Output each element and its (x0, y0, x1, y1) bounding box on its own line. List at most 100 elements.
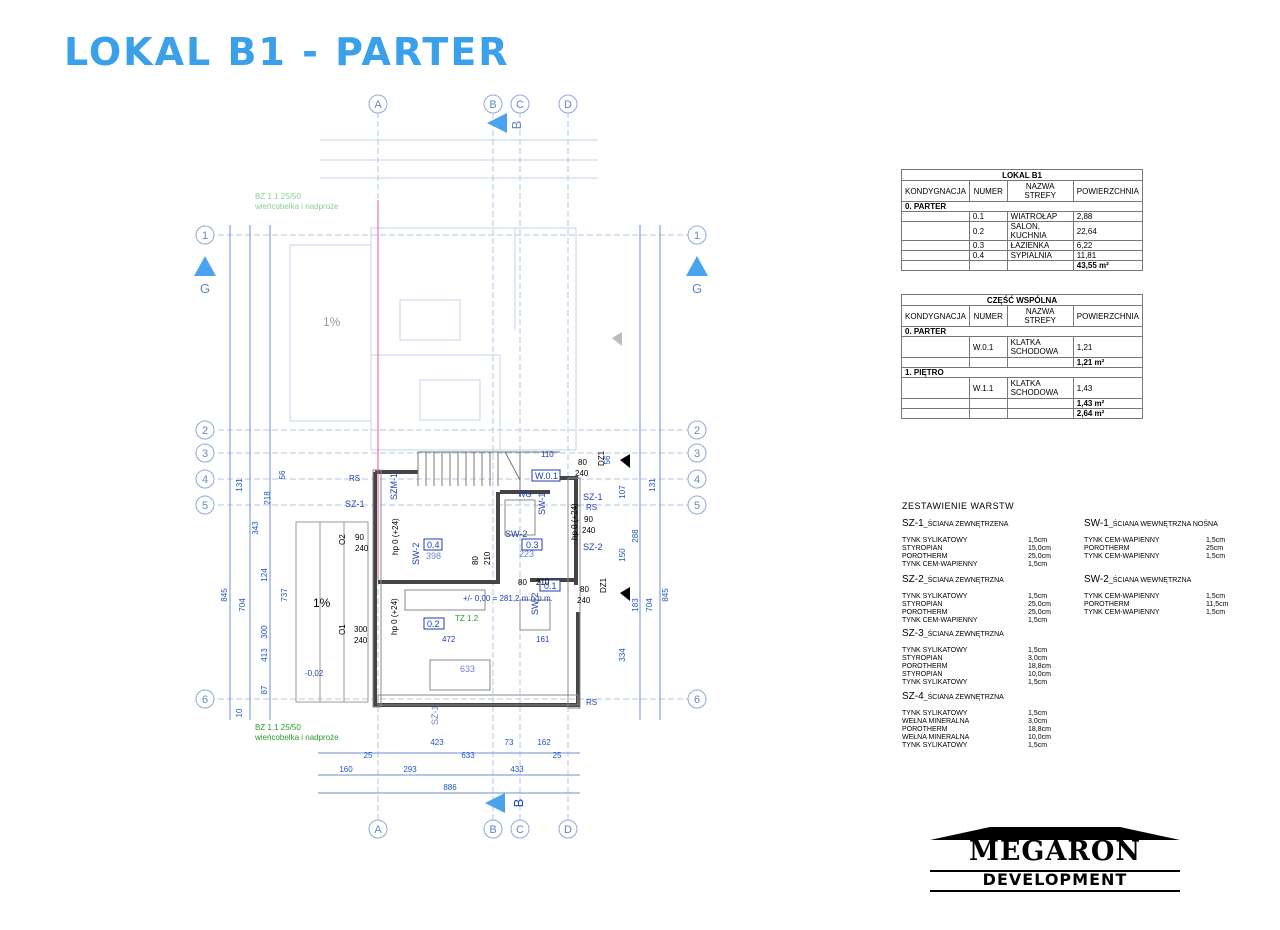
layer-material: WEŁNA MINERALNA (902, 734, 970, 741)
dimension-lines (229, 225, 661, 794)
lokal-header-powierzchnia: POWIERZCHNIA (1072, 180, 1144, 202)
layer-thickness: 11,5cm (1206, 601, 1229, 608)
slope-terrace: 1% (313, 596, 331, 610)
layer-material: TYNK CEM-WAPIENNY (902, 617, 978, 624)
dim-25-left: 25 (364, 751, 373, 760)
common-grand-total: 2,64 m² (1072, 408, 1144, 419)
list-item: TYNK CEM-WAPIENNY 1,5cm (1084, 593, 1234, 601)
dim-288-right: 288 (631, 529, 640, 543)
cell-name: KLATKA SCHODOWA (1006, 377, 1074, 399)
layer-material: POROTHERM (902, 553, 948, 560)
layer-material: TYNK SYLIKATOWY (902, 537, 968, 544)
layer-material: TYNK SYLIKATOWY (902, 647, 968, 654)
section-b-bottom-arrow-icon (485, 793, 505, 813)
layer-thickness: 1,5cm (1028, 742, 1048, 749)
section-b-bottom-label: B (511, 799, 526, 808)
dim-334-right: 334 (618, 648, 627, 662)
layer-material: STYROPIAN (902, 601, 943, 608)
rs-label-bottom: RS (586, 698, 597, 707)
layer-group-sw2: SW-2_ŚCIANA WEWNĘTRZNA TYNK CEM-WAPIENNY… (1084, 575, 1234, 617)
window-o1-width: 300 (354, 625, 368, 634)
floor-plan: A B C D A B C D 1 2 3 4 5 6 1 2 3 4 5 6 … (194, 94, 708, 839)
layer-material: POROTHERM (902, 663, 948, 670)
door-bath-height: 210 (536, 578, 550, 587)
dim-472: 472 (442, 635, 456, 644)
dim-633: 633 (461, 751, 475, 760)
common-header-kondygnacja: KONDYGNACJA (901, 305, 970, 327)
window-o2-height: 240 (355, 544, 369, 553)
dim-343-left: 343 (251, 521, 260, 535)
door-dz1-height: 240 (575, 469, 589, 478)
wall-code-sz1-bottom: SZ-1 (430, 705, 440, 725)
door-inner-height: 210 (483, 551, 492, 565)
axis-label-c-bottom: C (516, 824, 524, 836)
layer-thickness: 1,5cm (1028, 710, 1048, 717)
common-header-nazwa: NAZWA STREFY (1006, 305, 1074, 327)
layer-code: SZ-4 (902, 691, 924, 702)
layer-material: TYNK CEM-WAPIENNY (1084, 537, 1160, 544)
wall-code-sw2-b: SW-2 (411, 543, 421, 565)
layer-material: TYNK CEM-WAPIENNY (1084, 593, 1160, 600)
axis-label-a-top: A (374, 99, 382, 111)
layer-code: SZ-2 (902, 574, 924, 585)
window-right-height: 240 (582, 526, 596, 535)
axis-label-c-top: C (516, 99, 524, 111)
section-b-top-arrow-icon (487, 113, 507, 133)
layer-thickness: 10,0cm (1028, 671, 1051, 678)
layer-thickness: 3,0cm (1028, 655, 1048, 662)
layer-desc: ŚCIANA ZEWNĘTRZNA (927, 694, 1004, 701)
layer-thickness: 18,8cm (1028, 663, 1051, 670)
common-header-numer: NUMER (968, 305, 1008, 327)
dim-845-left: 845 (220, 588, 229, 602)
lokal-area-table: LOKAL B1 KONDYGNACJA NUMER NAZWA STREFY … (901, 169, 1144, 271)
bz-note-bottom: BZ 1.1 25/50 (255, 723, 301, 732)
axis-label-2-left: 2 (202, 425, 208, 437)
logo-divider-bottom (930, 890, 1180, 892)
window-o2-width: 90 (355, 533, 364, 542)
axis-label-1-right: 1 (694, 230, 700, 242)
dim-300-left: 300 (260, 625, 269, 639)
room-w01-label: W.0.1 (535, 471, 558, 481)
door-markers (620, 454, 630, 601)
dim-160: 160 (339, 765, 353, 774)
rs-label-top: RS (349, 474, 360, 483)
section-g-right-label: G (692, 281, 702, 296)
layers-title: ZESTAWIENIE WARSTW (902, 501, 1015, 511)
door-inner-width: 80 (471, 556, 480, 565)
layer-thickness: 18,8cm (1028, 726, 1051, 733)
layer-thickness: 1,5cm (1206, 593, 1226, 600)
door-dz1b-height: 240 (577, 596, 591, 605)
hp-label-bottom: hp 0 (+24) (390, 598, 399, 635)
layer-thickness: 25,0cm (1028, 609, 1051, 616)
layer-material: TYNK CEM-WAPIENNY (902, 561, 978, 568)
dim-886-bottom: 886 (443, 783, 457, 792)
staircase (417, 451, 560, 490)
layer-thickness: 1,5cm (1206, 609, 1226, 616)
layer-material: TYNK SYLIKATOWY (902, 593, 968, 600)
room-03-label: 0.3 (526, 540, 539, 550)
window-o1-height: 240 (354, 636, 368, 645)
wg-label: WG (518, 490, 532, 499)
layer-thickness: 1,5cm (1028, 593, 1048, 600)
terrace (295, 521, 369, 703)
common-area-table: CZĘŚĆ WSPÓLNA KONDYGNACJA NUMER NAZWA ST… (901, 294, 1144, 419)
layer-thickness: 1,5cm (1028, 679, 1048, 686)
dim-413-left: 413 (260, 648, 269, 662)
room-04-label: 0.4 (427, 540, 440, 550)
layer-code: SZ-1 (902, 518, 924, 529)
dim-162: 162 (537, 738, 551, 747)
layer-material: TYNK CEM-WAPIENNY (1084, 553, 1160, 560)
dim-433: 433 (510, 765, 524, 774)
